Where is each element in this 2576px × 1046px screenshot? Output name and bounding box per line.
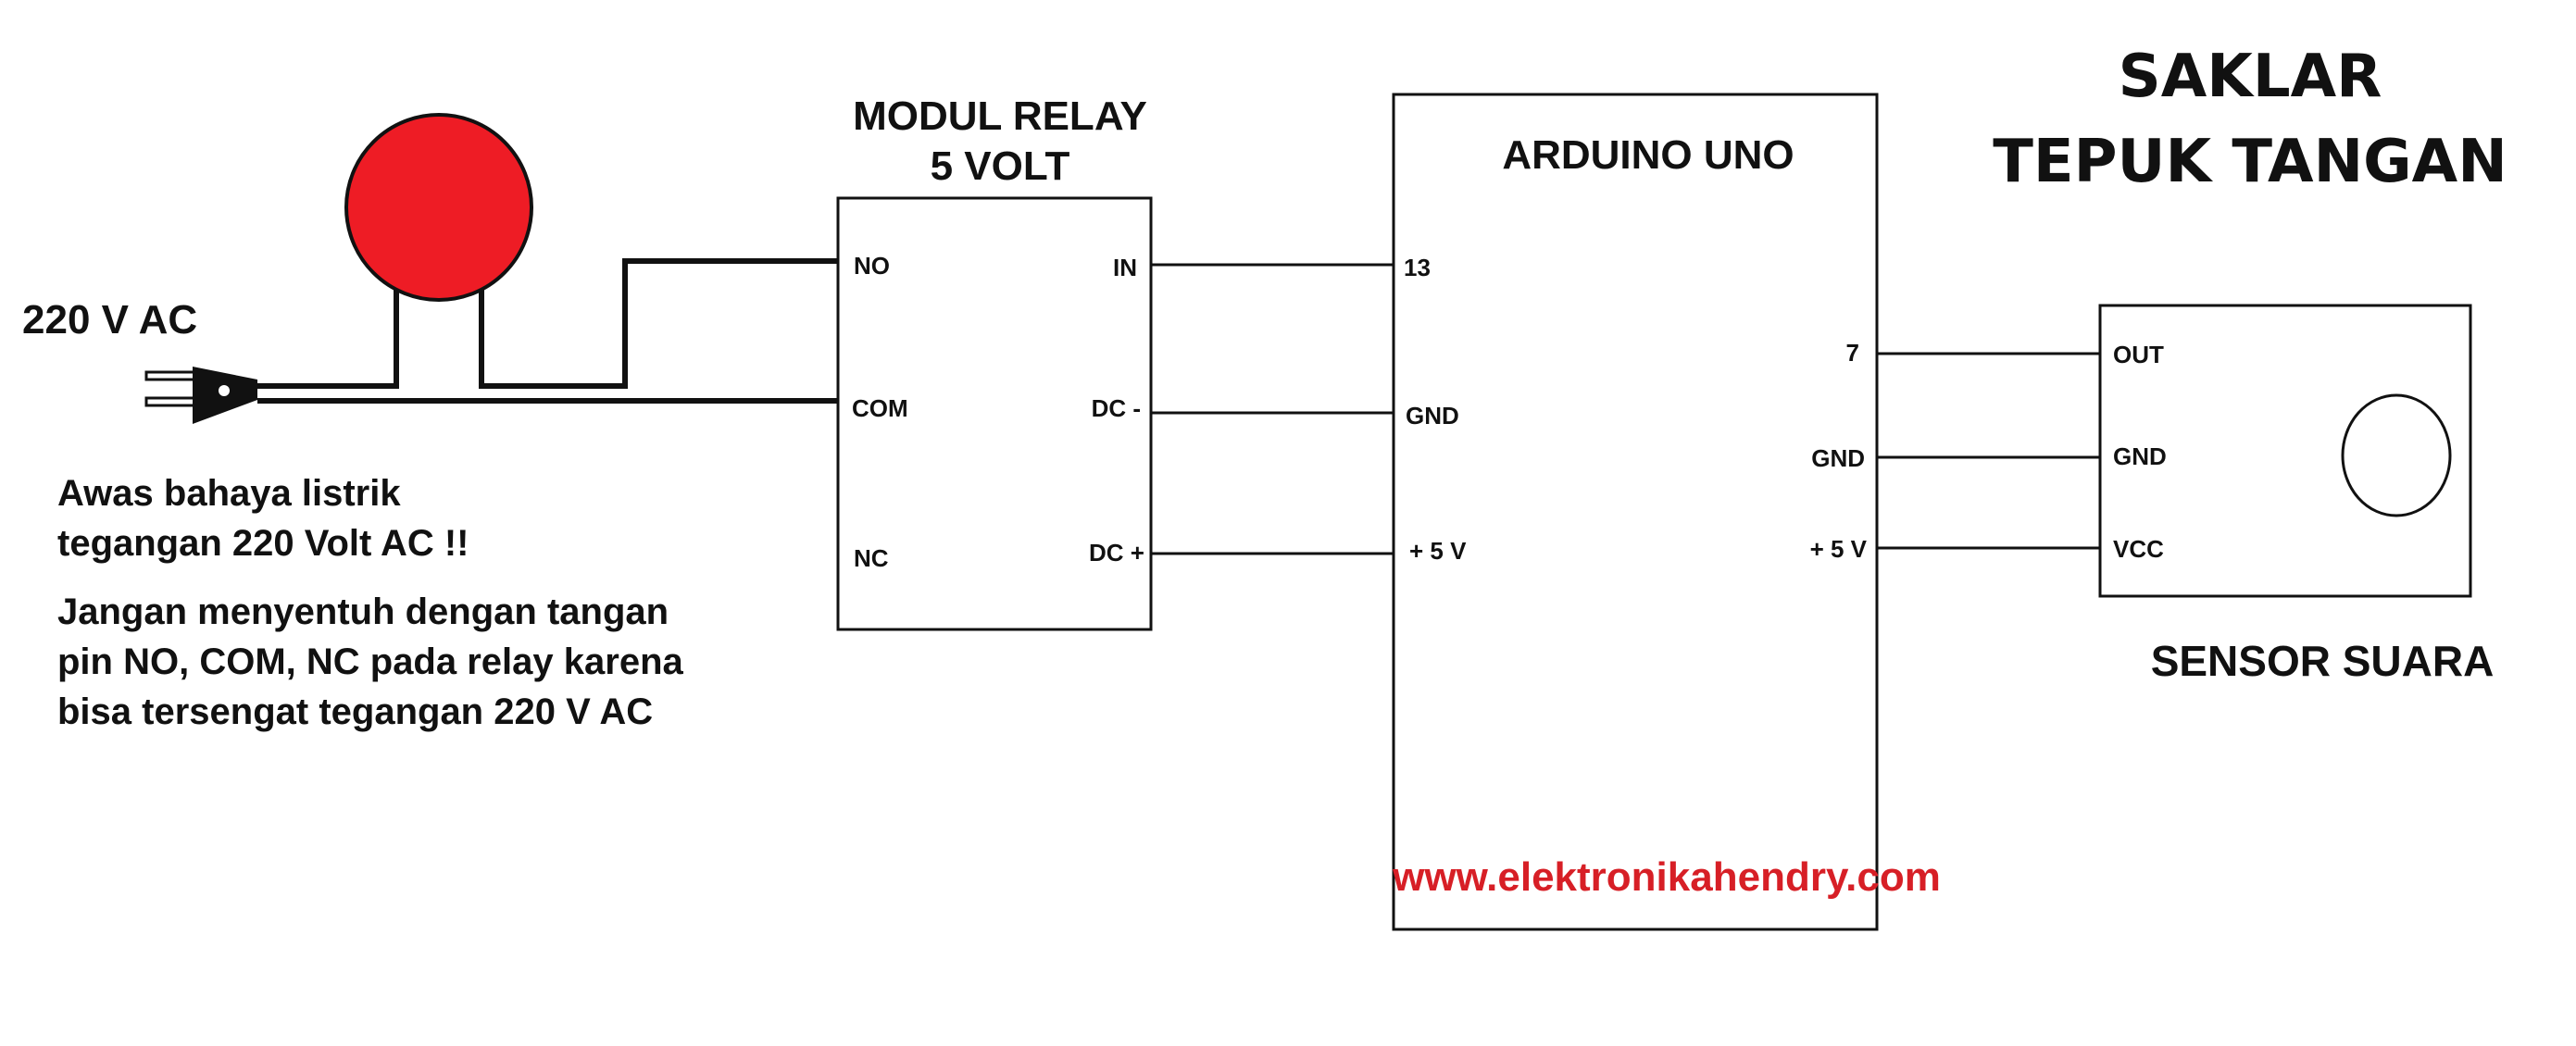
- warning-line5: bisa tersengat tegangan 220 V AC: [57, 691, 653, 732]
- arduino-pin-13: 13: [1404, 254, 1431, 281]
- arduino-board: [1392, 93, 1879, 931]
- relay-title-line1: MODUL RELAY: [853, 93, 1147, 139]
- relay-arduino-wires: [1151, 263, 1394, 555]
- relay-title-line2: 5 VOLT: [931, 143, 1070, 189]
- arduino-pin-gnd-right: GND: [1811, 444, 1865, 472]
- arduino-title: ARDUINO UNO: [1502, 132, 1794, 178]
- relay-module: [836, 196, 1153, 631]
- relay-pin-dc-minus: DC -: [1092, 394, 1141, 422]
- ac-wires: [257, 258, 838, 404]
- sensor-pin-gnd: GND: [2113, 442, 2167, 470]
- diagram-title-line1: SAKLAR: [2119, 43, 2382, 111]
- warning-line1: Awas bahaya listrik: [57, 473, 401, 514]
- relay-pin-dc-plus: DC +: [1089, 539, 1144, 567]
- ac-plug-icon: [144, 367, 257, 424]
- lamp: [344, 113, 533, 302]
- arduino-pin-gnd-left: GND: [1406, 402, 1459, 430]
- website-url: www.elektronikahendry.com: [1392, 854, 1941, 900]
- warning-line4: pin NO, COM, NC pada relay karena: [57, 641, 683, 682]
- relay-pin-no: NO: [854, 252, 890, 280]
- diagram-title-line2: TEPUK TANGAN: [1993, 128, 2507, 196]
- microphone-icon: [2341, 393, 2452, 517]
- arduino-pin-5v-left: + 5 V: [1409, 537, 1467, 565]
- relay-pin-com: COM: [852, 394, 908, 422]
- sensor-pin-out: OUT: [2113, 341, 2164, 368]
- sensor-pin-vcc: VCC: [2113, 535, 2164, 563]
- sensor-title: SENSOR SUARA: [2151, 637, 2495, 685]
- relay-pin-nc: NC: [854, 544, 889, 572]
- arduino-pin-7: 7: [1846, 339, 1859, 367]
- relay-pin-in: IN: [1113, 254, 1137, 281]
- warning-line2: tegangan 220 Volt AC !!: [57, 523, 469, 564]
- arduino-sensor-wires: [1877, 352, 2100, 550]
- warning-line3: Jangan menyentuh dengan tangan: [57, 591, 669, 632]
- ac-source-label: 220 V AC: [22, 297, 197, 342]
- arduino-pin-5v-right: + 5 V: [1810, 535, 1868, 563]
